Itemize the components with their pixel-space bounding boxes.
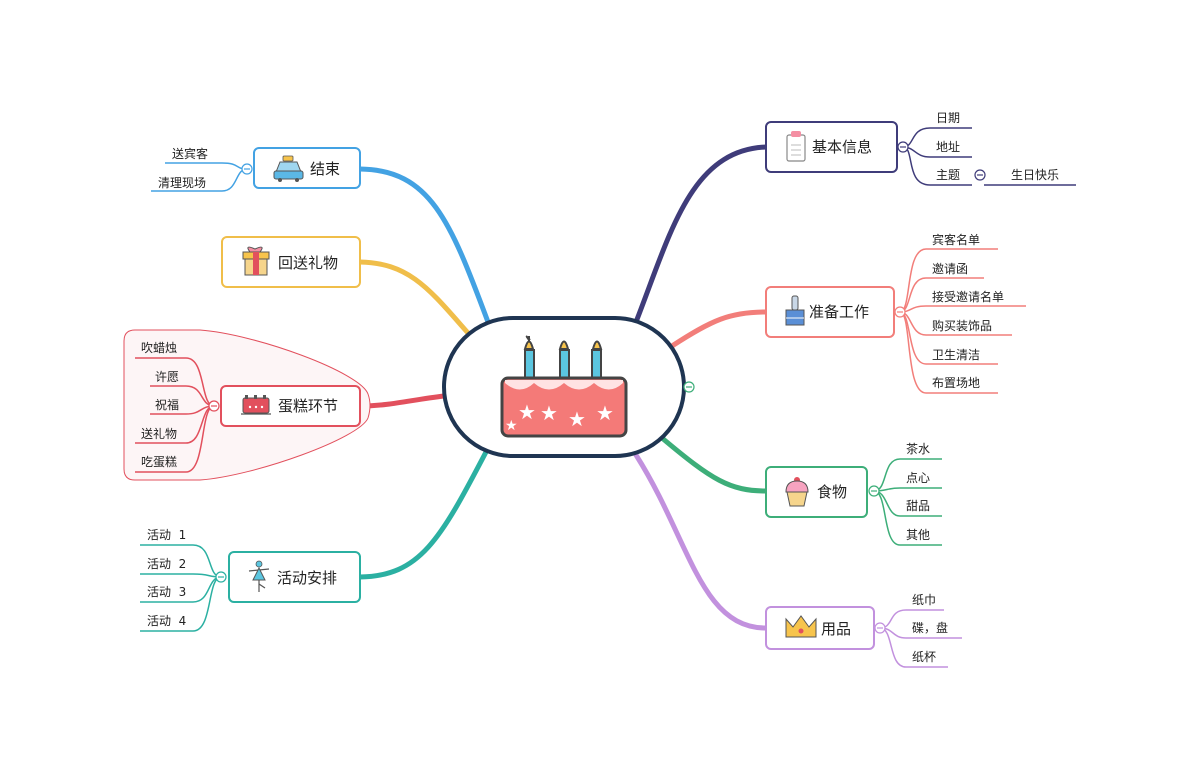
topic-label: 活动安排 [277,569,337,587]
topic-basic-info[interactable]: 基本信息 [765,121,898,173]
topic-label: 结束 [310,160,340,178]
branch-activities: 活动安排 活动 1 活动 2 活动 3 活动 4 [140,528,361,632]
topic-cake[interactable]: 蛋糕环节 [220,385,361,427]
list-item[interactable]: 茶水 [906,441,930,456]
connector-end [357,166,491,325]
topic-label: 用品 [821,620,851,638]
leaf-theme[interactable]: 主题 [936,168,960,182]
branch-end: 结束 送宾客 清理现场 [151,146,361,192]
list-item[interactable]: 活动 1 [147,528,186,542]
list-item[interactable]: 活动 4 [147,614,186,628]
list-item[interactable]: 吹蜡烛 [141,341,177,355]
list-item[interactable]: 接受邀请名单 [932,289,1004,304]
list-item[interactable]: 祝福 [155,397,179,412]
branch-basic-info: 基本信息 日期 地址 主题 生日快乐 [765,111,1076,186]
list-item[interactable]: 卫生清洁 [932,348,980,362]
svg-text:★: ★ [568,407,586,431]
leaf-address[interactable]: 地址 [936,140,960,154]
cake-collapse-toggle[interactable] [208,400,220,412]
topic-label: 蛋糕环节 [278,397,338,415]
svg-text:★: ★ [596,401,614,425]
topic-supplies[interactable]: 用品 [765,606,875,650]
activities-collapse-toggle[interactable] [215,571,227,583]
list-item[interactable]: 活动 2 [147,557,186,571]
list-item[interactable]: 邀请函 [932,261,968,276]
connector-activities [357,449,489,580]
connector-cake [357,393,447,409]
topic-label: 食物 [817,483,847,501]
end-collapse-toggle[interactable] [241,163,253,175]
preparation-collapse-toggle[interactable] [894,306,906,318]
cake-icon [241,395,271,415]
branch-food: 食物 茶水 点心 甜品 其他 [765,441,942,546]
topic-end[interactable]: 结束 [253,147,361,189]
dancer-icon [248,560,270,592]
clipboard-icon [786,131,806,162]
gift-icon [242,246,270,276]
taxi-icon [273,155,304,182]
topic-preparation[interactable]: 准备工作 [765,286,895,338]
connector-food [659,435,769,494]
birthday-cake-icon: ★ ★ ★ ★ ★ [500,335,628,438]
list-item[interactable]: 活动 3 [147,585,186,599]
list-item[interactable]: 纸杯 [912,650,936,664]
list-item[interactable]: 其他 [906,528,930,542]
list-item[interactable]: 购买装饰品 [932,318,992,333]
list-item[interactable]: 吃蛋糕 [141,455,177,469]
branch-cake: 蛋糕环节 吹蜡烛 许愿 祝福 送礼物 吃蛋糕 [135,341,361,473]
central-topic[interactable]: ★ ★ ★ ★ ★ [442,316,686,458]
list-item[interactable]: 送礼物 [141,426,177,441]
topic-label: 准备工作 [809,303,869,321]
topic-activities[interactable]: 活动安排 [228,551,361,603]
cupcake-icon [785,477,809,507]
topic-food[interactable]: 食物 [765,466,868,518]
brush-icon [785,295,805,326]
branch-return-gift: 回送礼物 [221,236,361,288]
basic-info-collapse-toggle[interactable] [897,141,909,153]
list-item[interactable]: 宾客名单 [932,232,980,247]
connector-basic-info [633,144,769,325]
list-item[interactable]: 清理现场 [158,176,206,190]
topic-label: 基本信息 [812,138,872,156]
svg-text:★: ★ [540,401,558,425]
list-item[interactable]: 碟，盘 [912,620,948,635]
theme-collapse-toggle[interactable] [974,169,986,181]
connector-return-gift [357,259,471,336]
topic-label: 回送礼物 [278,254,338,272]
list-item[interactable]: 甜品 [906,499,930,513]
connector-supplies [633,452,769,631]
crown-icon [785,615,817,638]
branch-supplies: 用品 纸巾 碟，盘 纸杯 [765,593,962,668]
main-connectors [357,144,769,631]
central-collapse-toggle[interactable] [683,381,695,393]
leaf-theme-value[interactable]: 生日快乐 [1011,168,1059,182]
branch-preparation: 准备工作 宾客名单 邀请函 接受邀请名单 购买装饰品 卫生清洁 布置场地 [765,232,1026,394]
list-item[interactable]: 送宾客 [172,146,208,161]
connector-preparation [669,309,769,349]
food-collapse-toggle[interactable] [868,485,880,497]
list-item[interactable]: 许愿 [155,370,179,384]
svg-text:★: ★ [518,400,536,424]
svg-text:★: ★ [505,418,518,434]
topic-return-gift[interactable]: 回送礼物 [221,236,361,288]
supplies-collapse-toggle[interactable] [874,622,886,634]
list-item[interactable]: 纸巾 [912,593,936,607]
list-item[interactable]: 布置场地 [932,376,980,390]
leaf-date[interactable]: 日期 [936,111,960,125]
list-item[interactable]: 点心 [906,471,930,485]
